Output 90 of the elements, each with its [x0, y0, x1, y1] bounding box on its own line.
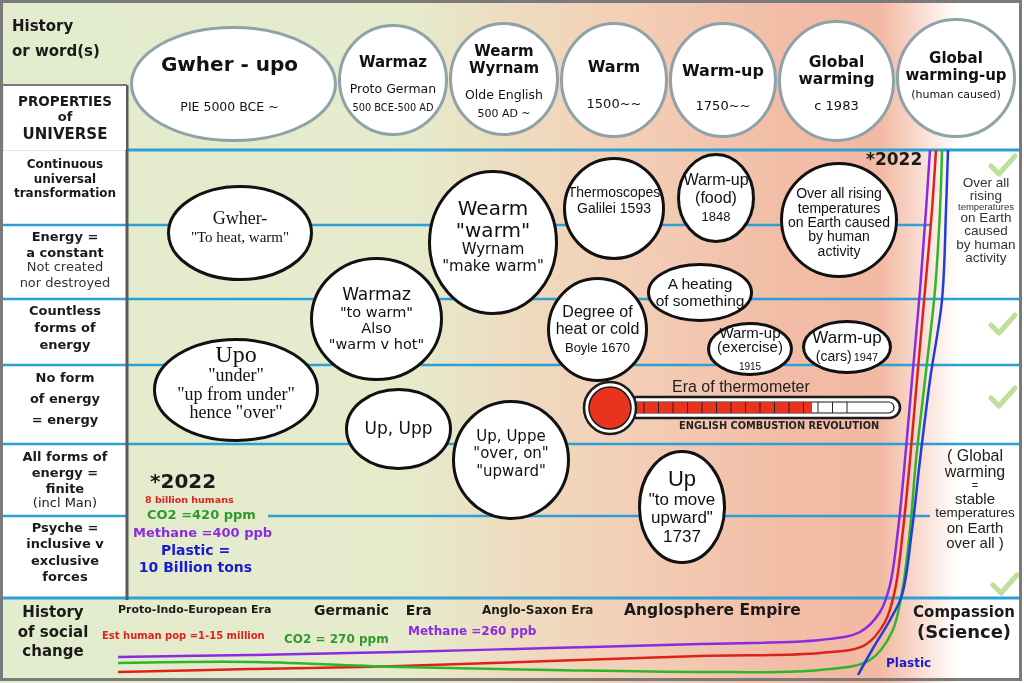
meaning-ellipse	[167, 185, 313, 281]
meaning-ellipse	[428, 170, 558, 315]
term-note: Wyrnam "make warm"	[442, 241, 544, 275]
meaning-ellipse	[153, 338, 319, 442]
term-text: Warm-up (food)	[683, 171, 749, 207]
statistic-label: 8 billion humans	[145, 495, 234, 506]
word-circle	[669, 22, 777, 138]
term-text: Up	[667, 467, 697, 491]
meaning-ellipse	[802, 320, 892, 374]
property-label: Psyche = inclusive v exclusive forces	[25, 520, 105, 586]
meaning-ellipse	[452, 400, 570, 520]
term-text: Warmaz	[359, 54, 427, 71]
term-note: "To heat, warm"	[190, 229, 290, 246]
term-text: Over all rising temperatures on Earth caused by human activity	[788, 186, 890, 258]
era-label: Compassion (Science)	[912, 603, 1016, 643]
term-text: Warmaz	[342, 284, 411, 304]
meaning-ellipse	[345, 388, 452, 470]
property-label: No form of energy = energy	[28, 369, 102, 429]
term-note: c 1983	[814, 99, 859, 114]
term-text: Warm-up	[812, 329, 882, 347]
era-label: Germanic Era	[314, 602, 432, 619]
word-circle	[778, 20, 895, 142]
term-note: 1947	[853, 352, 879, 364]
note-text: Over all rising temperatures on Earth caused by human activity	[955, 176, 1017, 264]
term-text: Global warming-up	[905, 50, 1007, 84]
property-note: (incl Man)	[31, 496, 99, 511]
term-text: Warm	[587, 58, 641, 76]
meaning-ellipse	[638, 450, 726, 564]
term-text: Up, Uppe "over, on" "upward"	[473, 428, 549, 480]
term-text: Global warming	[798, 53, 875, 89]
row-heading: History or word(s)	[12, 16, 101, 62]
word-circle	[560, 22, 668, 138]
note-text: ( Global warming = stable temperatures on Earth over all )	[934, 448, 1016, 550]
term-note: Boyle 1670	[564, 341, 631, 356]
meaning-ellipse	[707, 322, 793, 376]
meaning-ellipse	[310, 257, 443, 381]
term-note: PIE 5000 BCE ~	[180, 100, 279, 115]
statistic-label: Plastic	[886, 657, 932, 671]
term-note: 1848	[701, 209, 731, 225]
term-note: 1915	[738, 362, 762, 373]
property-label: Countless forms of energy	[28, 303, 102, 354]
meaning-ellipse	[563, 157, 665, 260]
term-text: Warm-up (exercise)	[717, 325, 783, 356]
statistic-label: Est human pop =1-15 million	[102, 630, 265, 642]
term-note: 1500~~	[586, 97, 642, 112]
word-circle	[338, 24, 448, 136]
thermometer-caption: Era of thermometer	[672, 378, 810, 397]
era-label: Proto-Indo-European Era	[118, 604, 272, 617]
statistic-label: CO2 = 270 ppm	[284, 633, 389, 647]
word-circle	[896, 18, 1016, 138]
term-note: (cars)	[815, 349, 852, 364]
meaning-ellipse	[677, 153, 755, 243]
term-note: "to warm" Also "warm v hot"	[328, 303, 425, 353]
term-note: (human caused)	[911, 88, 1001, 102]
year-label: *2022	[866, 150, 923, 170]
era-label: Anglo-Saxon Era	[482, 604, 594, 618]
term-text: Gwher-	[212, 207, 268, 229]
word-circle	[449, 22, 559, 136]
meaning-ellipse	[647, 263, 753, 322]
thermometer-caption: ENGLISH COMBUSTION REVOLUTION	[679, 420, 880, 432]
property-label: Energy = a constant	[25, 229, 105, 261]
statistic-label: Plastic = 10 Billion tons	[137, 542, 254, 576]
meaning-ellipse	[547, 277, 648, 382]
term-text: A heating of something	[655, 274, 745, 310]
row-heading: History of social change	[16, 603, 90, 662]
property-note: Not created nor destroyed	[18, 259, 112, 292]
term-text: Wearm Wyrnam	[468, 43, 540, 77]
term-text: Upo	[215, 342, 257, 367]
term-note: Proto German	[349, 82, 437, 96]
term-text: Warm-up	[682, 62, 764, 80]
term-text: Wearm "warm"	[455, 198, 531, 242]
section-heading: PROPERTIES of UNIVERSE	[4, 86, 126, 150]
era-label: Anglosphere Empire	[624, 602, 801, 620]
term-text: Degree of heat or cold	[555, 302, 640, 338]
term-note: "to move upward" 1737	[648, 490, 716, 547]
term-text: Up, Upp	[364, 419, 433, 439]
statistic-label: CO2 =420 ppm	[147, 508, 256, 523]
term-note: 1750~~	[695, 99, 751, 114]
statistic-label: Methane =260 ppb	[408, 625, 537, 639]
term-note: 500 AD ~	[477, 107, 531, 121]
term-note: Olde English	[464, 87, 543, 102]
term-text: Gwher - upo	[160, 52, 299, 76]
term-note: "under" "up from under" hence "over"	[177, 366, 295, 422]
property-label: Continuous universal transformation	[12, 157, 118, 201]
property-label: All forms of energy = finite	[21, 449, 109, 497]
word-circle	[130, 26, 337, 142]
term-text: Thermoscopes Galilei 1593	[567, 183, 661, 218]
year-label: *2022	[150, 470, 217, 493]
statistic-label: Methane =400 ppb	[133, 526, 273, 541]
term-note: 500 BCE-500 AD	[352, 103, 434, 114]
